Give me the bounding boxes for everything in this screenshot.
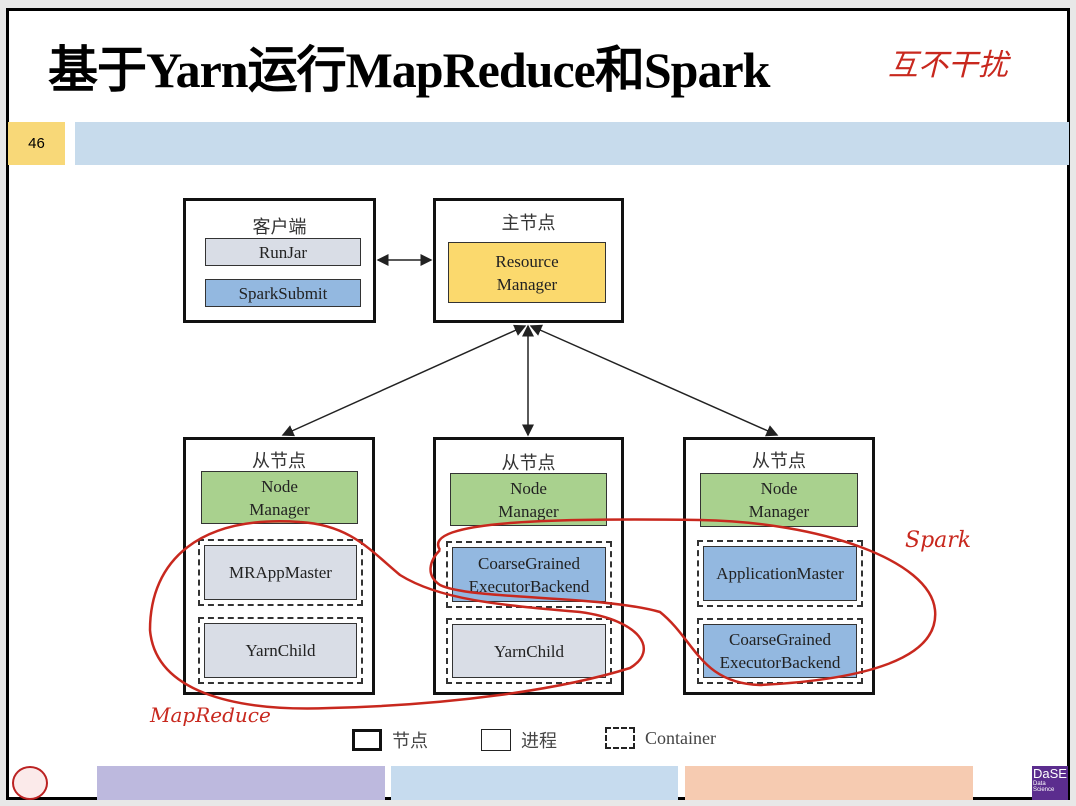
application-master-process: ApplicationMaster [703,546,857,601]
slide-title: 基于Yarn运行MapReduce和Spark [48,42,770,98]
spark-loop [429,518,937,687]
yarnchild-process: YarnChild [204,623,357,678]
container: ApplicationMaster [697,540,863,607]
nm-line2: Manager [748,502,810,521]
client-node: 客户端 RunJar SparkSubmit [183,198,376,323]
footer-bar-3 [685,766,973,800]
line1: CoarseGrained [729,630,831,649]
annotation-spark: Spark [905,528,972,553]
legend-label: 节点 [392,731,428,751]
arrow-master-slave3 [529,324,779,437]
container: YarnChild [446,618,612,684]
nm-line1: Node [261,476,298,496]
dase-text: DaSE [1033,766,1067,781]
footer-bar-1 [97,766,385,800]
legend-label: 进程 [521,731,557,751]
mrappmaster-process: MRAppMaster [204,545,357,600]
container: YarnChild [198,617,363,684]
node-swatch [352,729,382,751]
line2: ExecutorBackend [719,653,841,672]
master-label: 主节点 [501,213,556,233]
nm-line1: Node [510,478,547,498]
slave-label: 从节点 [752,451,806,471]
footer-bar-2 [391,766,678,800]
annotation-mapreduce: MapReduce [150,703,271,727]
dase-subtext: Data Science [1033,781,1055,793]
yarnchild-process: YarnChild [452,624,606,678]
header-bar [75,122,1069,165]
nm-line2: Manager [498,501,559,521]
legend-container: Container [605,727,716,749]
runjar-process: RunJar [205,238,361,266]
sparksubmit-process: SparkSubmit [205,279,361,307]
client-label: 客户端 [252,217,307,237]
line2: ExecutorBackend [468,576,590,596]
university-logo [12,766,48,800]
mapreduce-loop [148,520,645,710]
nm-line2: Manager [249,499,310,519]
container-swatch [605,727,635,749]
rm-line1: Resource [495,251,559,271]
slave-label: 从节点 [252,451,306,471]
legend-node: 节点 [352,727,428,753]
arrow-master-slave1 [281,324,527,437]
process-swatch [481,729,511,751]
line1: CoarseGrained [478,553,580,573]
rm-line2: Manager [496,274,558,294]
page-number: 46 [8,122,65,165]
container: MRAppMaster [198,539,363,606]
legend-process: 进程 [481,727,557,753]
legend-label: Container [645,727,716,748]
annotation-title-note: 互不干扰 [888,48,1008,83]
nm-line1: Node [760,479,798,498]
slave-label: 从节点 [501,453,556,473]
